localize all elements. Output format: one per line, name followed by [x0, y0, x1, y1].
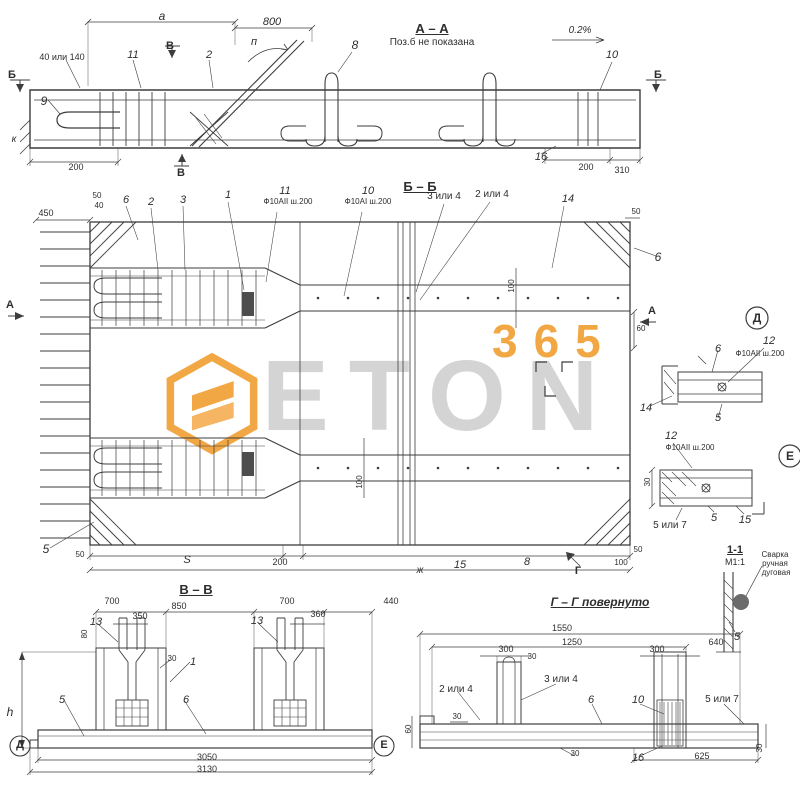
rib-bar-dots	[316, 296, 620, 470]
view-section-aa	[10, 18, 666, 167]
column-hatch	[659, 702, 681, 745]
transverse-bars-comb	[40, 231, 90, 539]
detail-d	[649, 306, 769, 419]
view-section-vv	[9, 608, 395, 776]
view-section-gg	[411, 630, 767, 764]
watermark-number: 365	[492, 315, 617, 367]
detail-1-1	[716, 565, 763, 653]
detail-e	[648, 442, 800, 521]
watermark-text: ETON	[262, 340, 618, 452]
watermark-logo-icon	[166, 352, 258, 455]
view-section-bb	[8, 201, 657, 574]
corner-hatch	[89, 221, 631, 546]
